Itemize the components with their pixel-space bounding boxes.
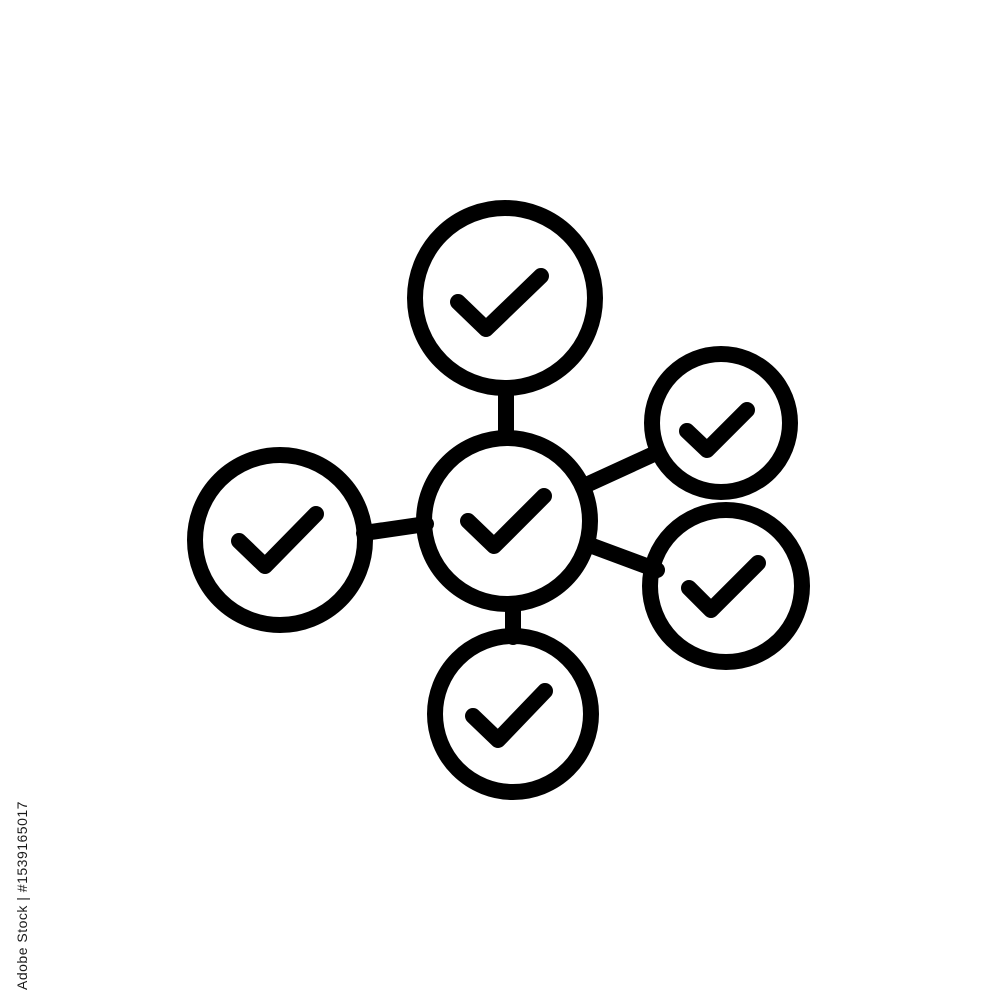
top-circle [407,200,603,396]
lower-right-circle [642,502,810,670]
center-circle [416,430,598,612]
top-check-icon [450,268,549,337]
upper-right-circle [644,346,798,500]
left-circle [187,447,373,633]
bottom-check-icon [465,683,553,748]
center-check-icon [460,488,552,554]
connector-upper-right [576,445,664,494]
lower-right-check-icon [681,555,766,618]
left-check-icon [231,506,324,574]
connector-left [356,516,434,541]
watermark-text: Adobe Stock | #1539165017 [14,801,30,990]
upper-right-check-icon [679,402,755,458]
bottom-circle [427,628,599,800]
